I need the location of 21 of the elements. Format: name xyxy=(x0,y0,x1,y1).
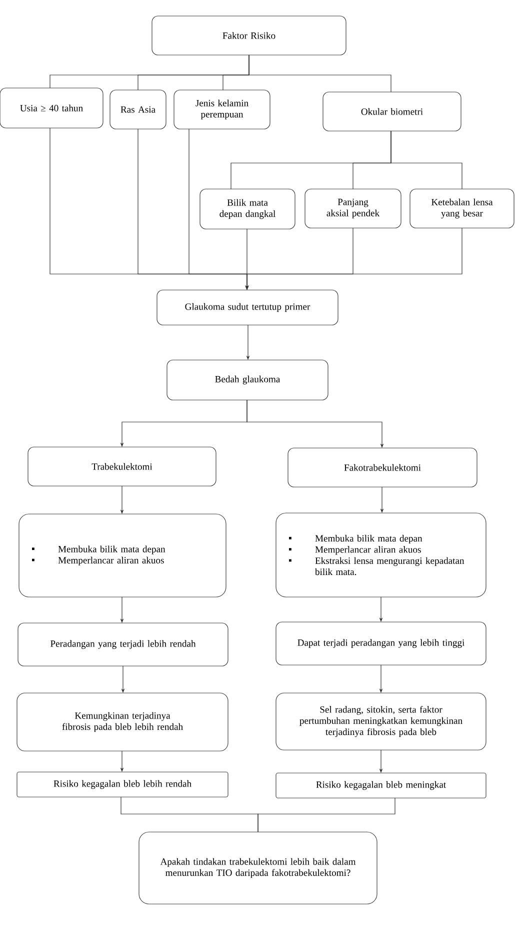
process-box: Okular biometri xyxy=(322,92,462,132)
process-box: Glaukoma sudut tertutup primer xyxy=(156,290,338,326)
bullet-list-box: Membuka bilik mata depan Memperlancar aliran akuos xyxy=(18,514,226,598)
process-box: Bedah glaukoma xyxy=(166,360,328,400)
process-box: Peradangan yang terjadi lebih rendah xyxy=(18,622,228,666)
question-box: Apakah tindakan trabekulektomi lebih baik dalam menurunkan TIO daripada fakotrabekulektomi? xyxy=(138,832,378,904)
bullet-list-box: Membuka bilik mata depan Memperlancar aliran akuos Ekstraksi lensa mengurangi kepadatan bilik mata. xyxy=(276,512,486,598)
process-box: Trabekulektomi xyxy=(28,446,216,486)
process-box: Usia ≥ 40 tahun xyxy=(0,88,104,128)
process-box: Jenis kelamin perempuan xyxy=(174,90,270,130)
process-box: Panjang aksial pendek xyxy=(304,188,402,228)
process-box: Bilik mata depan dangkal xyxy=(200,188,296,230)
process-box: Ketebalan lensa yang besar xyxy=(410,188,514,228)
process-box: Faktor Risiko xyxy=(152,16,346,56)
process-box: Dapat terjadi peradangan yang lebih tinggi xyxy=(276,622,486,666)
process-box: Kemungkinan terjadinya fibrosis pada bleb lebih rendah xyxy=(16,692,228,752)
process-box: Risiko kegagalan bleb meningkat xyxy=(276,772,486,798)
process-box: Risiko kegagalan bleb lebih rendah xyxy=(16,772,228,798)
process-box: Sel radang, sitokin, serta faktor pertumbuhan meningkatkan kemungkinan terjadinya fibrosis pada bleb xyxy=(276,692,486,750)
process-box: Fakotrabekulektomi xyxy=(288,448,478,488)
process-box: Ras Asia xyxy=(110,90,166,130)
